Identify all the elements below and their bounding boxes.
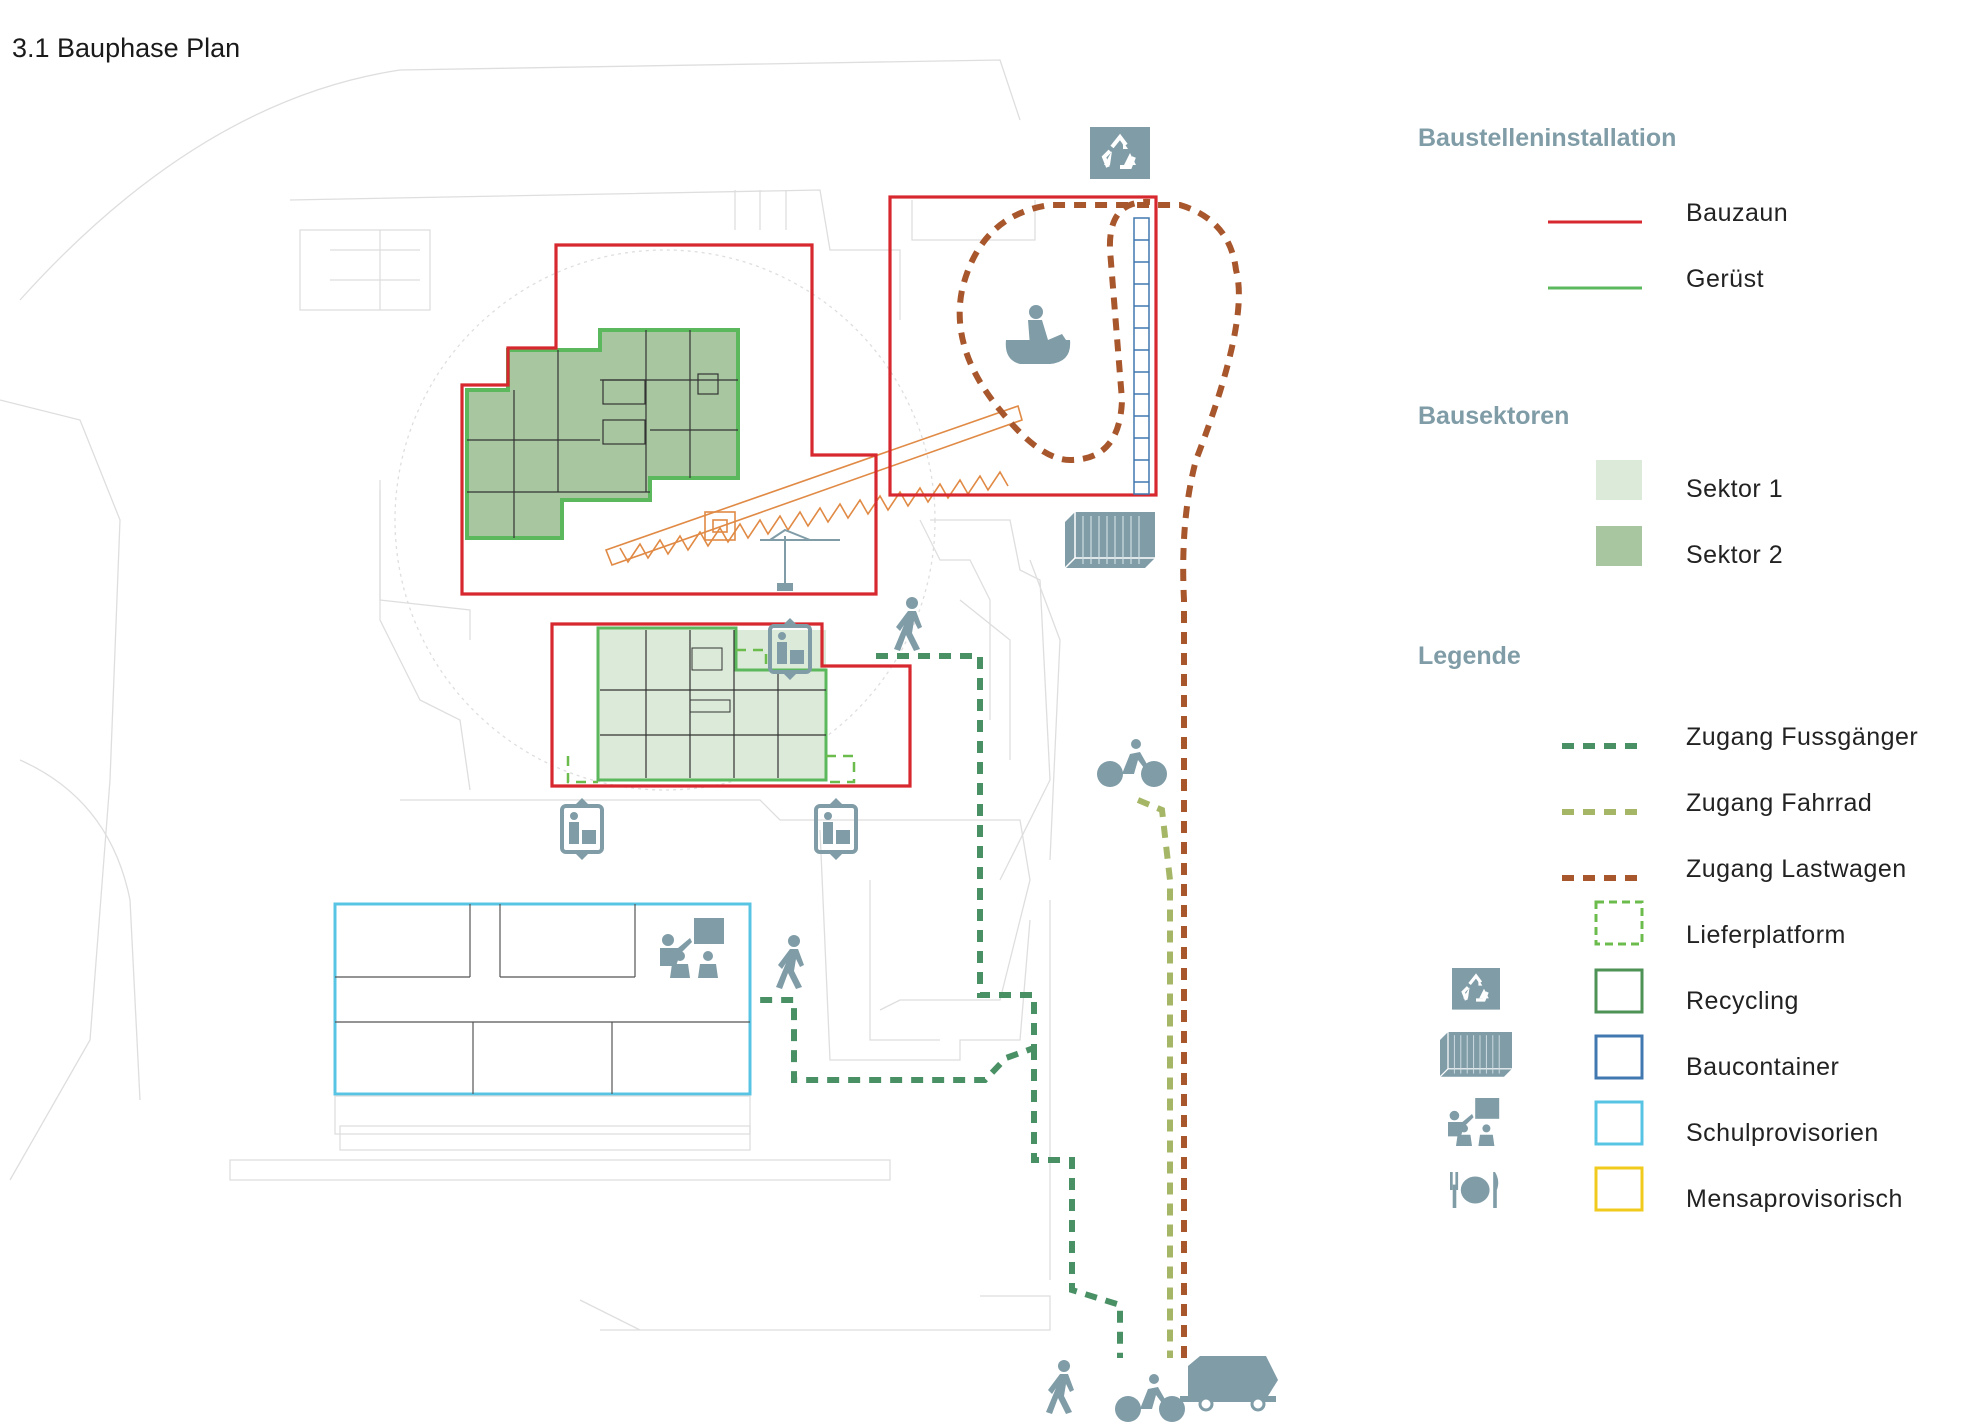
classroom-icon — [660, 918, 724, 978]
truck-icon — [1180, 1356, 1278, 1412]
bicycle-icon — [1115, 1374, 1185, 1422]
legend-label-lastwagen: Zugang Lastwagen — [1686, 855, 1907, 883]
legend-heading-sectors: Bausektoren — [1418, 402, 1570, 430]
legend-mensaprovisorisch-swatch — [1594, 1166, 1644, 1212]
legend-cafeteria-icon — [1450, 1172, 1499, 1208]
crane-icon — [760, 528, 840, 591]
legend-label-lieferplatform: Lieferplatform — [1686, 921, 1846, 949]
legend-recycling-swatch — [1594, 968, 1644, 1014]
schulprovisorien — [333, 902, 752, 1135]
legend-label-recycling: Recycling — [1686, 987, 1799, 1015]
legend-heading-site: Baustelleninstallation — [1418, 124, 1677, 152]
legend-sektor1-swatch — [1596, 460, 1642, 500]
legend-label-sektor1: Sektor 1 — [1686, 475, 1784, 503]
legend-label-schulprovisorien: Schulprovisorien — [1686, 1119, 1879, 1147]
lieferplatform-markers — [566, 648, 856, 784]
legend-baucontainer-swatch — [1594, 1034, 1644, 1080]
sector-1-building — [596, 626, 828, 782]
recycling-icon — [1088, 125, 1152, 181]
pedestrian-icon — [776, 935, 804, 989]
legend-lieferplatform-swatch — [1594, 900, 1644, 946]
route-fussgaenger — [752, 653, 1123, 1358]
legend-label-baucontainer: Baucontainer — [1686, 1053, 1840, 1081]
pedestrian-icon — [894, 597, 922, 651]
route-fahrrad — [1136, 797, 1173, 1358]
pedestrian-icon — [1046, 1360, 1074, 1414]
legend-label-sektor2: Sektor 2 — [1686, 541, 1784, 569]
lift-icon — [814, 796, 858, 862]
legend-label-mensaprovisorisch: Mensaprovisorisch — [1686, 1185, 1903, 1213]
legend-container-icon — [1439, 1031, 1513, 1078]
legend-label-bauzaun: Bauzaun — [1686, 199, 1789, 227]
legend-label-fahrrad: Zugang Fahrrad — [1686, 789, 1873, 817]
legend-sektor2-swatch — [1596, 526, 1642, 566]
context-lines — [0, 59, 1061, 1331]
legend-recycling-icon — [1450, 966, 1502, 1012]
legend-label-fussgaenger: Zugang Fussgänger — [1686, 723, 1919, 751]
bauzaun-fences — [460, 195, 1158, 788]
tower-crane — [604, 404, 1023, 567]
bicycle-icon — [1097, 739, 1167, 787]
sector-2-building — [465, 328, 740, 540]
legend-heading-legend: Legende — [1418, 642, 1521, 670]
page-title: 3.1 Bauphase Plan — [12, 33, 241, 63]
route-lastwagen — [956, 198, 1242, 1358]
container-icon — [1064, 511, 1156, 569]
legend-schulprovisorien-swatch — [1594, 1100, 1644, 1146]
lift-icon — [560, 796, 604, 862]
legend-label-geruest: Gerüst — [1686, 265, 1765, 293]
baucontainer-column — [1133, 217, 1150, 495]
excavator-icon — [1005, 305, 1071, 364]
legend-classroom-icon — [1448, 1098, 1500, 1146]
